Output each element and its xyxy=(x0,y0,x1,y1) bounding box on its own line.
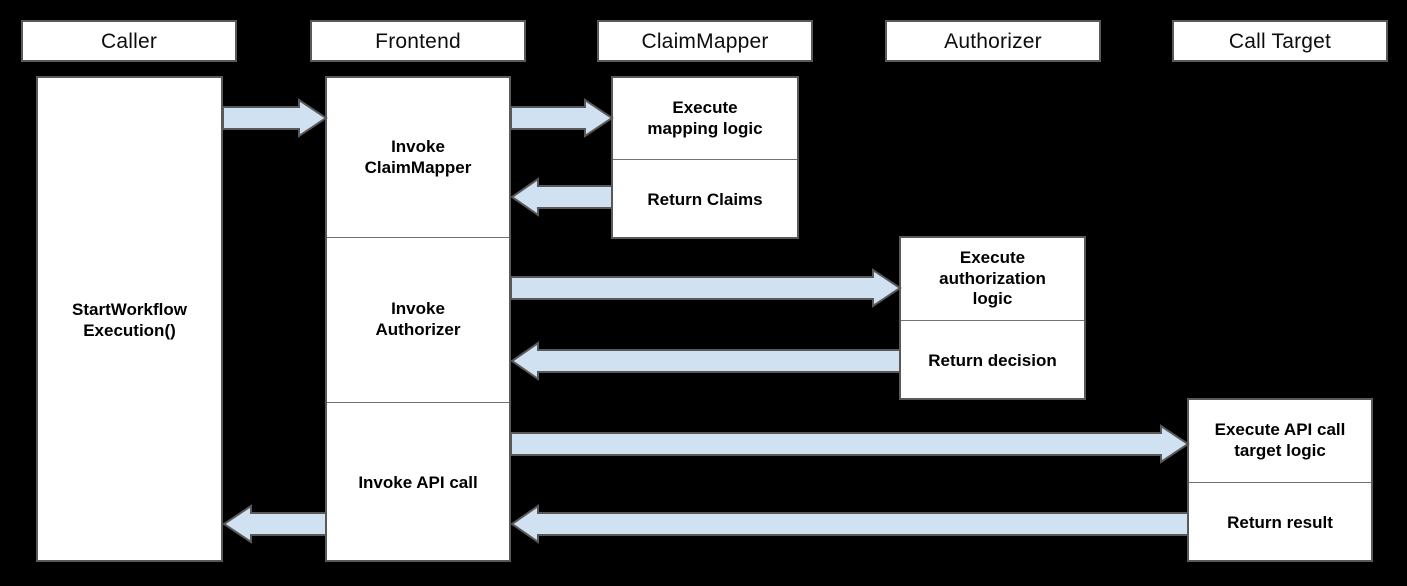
arrow-left-icon xyxy=(510,177,613,217)
lifeline-claimmapper: Execute mapping logic Return Claims xyxy=(611,76,799,239)
lifeline-frontend: Invoke ClaimMapper Invoke Authorizer Inv… xyxy=(325,76,511,562)
message-arrow-frontend-to-caller xyxy=(222,504,327,544)
participant-label-calltarget: Call Target xyxy=(1228,29,1332,53)
activation-authorizer-return-decision: Return decision xyxy=(901,320,1084,402)
lifeline-calltarget: Execute API call target logic Return res… xyxy=(1187,398,1373,562)
participant-header-claimmapper: ClaimMapper xyxy=(597,20,813,62)
activation-frontend-invoke-api-call: Invoke API call xyxy=(327,402,509,564)
message-arrow-claimmapper-to-frontend xyxy=(510,177,613,217)
activation-label: Return decision xyxy=(928,351,1057,371)
activation-authorizer-execute-authorization-logic: Execute authorization logic xyxy=(901,238,1084,320)
message-arrow-frontend-to-authorizer xyxy=(510,268,902,308)
activation-label: Execute mapping logic xyxy=(647,97,763,138)
arrow-left-icon xyxy=(510,504,1189,544)
activation-claimmapper-execute-mapping-logic: Execute mapping logic xyxy=(613,78,797,159)
participant-header-frontend: Frontend xyxy=(310,20,526,62)
activation-label: Invoke Authorizer xyxy=(375,299,461,339)
activation-label: Return result xyxy=(1227,513,1333,533)
participant-header-calltarget: Call Target xyxy=(1172,20,1388,62)
message-arrow-caller-to-frontend xyxy=(222,98,328,138)
participant-label-claimmapper: ClaimMapper xyxy=(641,29,769,53)
activation-caller-start-workflow: StartWorkflow Execution() xyxy=(38,78,221,564)
arrow-left-icon xyxy=(222,504,327,544)
activation-frontend-invoke-authorizer: Invoke Authorizer xyxy=(327,237,509,402)
activation-calltarget-return-result: Return result xyxy=(1189,482,1371,564)
message-arrow-calltarget-to-frontend xyxy=(510,504,1189,544)
activation-label: Return Claims xyxy=(647,190,763,210)
activation-frontend-invoke-claimmapper: Invoke ClaimMapper xyxy=(327,78,509,237)
activation-label: Execute API call target logic xyxy=(1214,420,1346,460)
activation-label: Invoke ClaimMapper xyxy=(364,136,472,177)
arrow-right-icon xyxy=(510,268,902,308)
activation-claimmapper-return-claims: Return Claims xyxy=(613,159,797,241)
arrow-left-icon xyxy=(510,341,901,381)
activation-calltarget-execute-api-call-target-logic: Execute API call target logic xyxy=(1189,400,1371,482)
participant-header-caller: Caller xyxy=(21,20,237,62)
arrow-right-icon xyxy=(510,424,1190,464)
participant-label-frontend: Frontend xyxy=(375,29,461,53)
lifeline-authorizer: Execute authorization logic Return decis… xyxy=(899,236,1086,400)
participant-label-caller: Caller xyxy=(100,29,158,53)
message-arrow-frontend-to-calltarget xyxy=(510,424,1190,464)
activation-label: Invoke API call xyxy=(358,473,478,493)
message-arrow-authorizer-to-frontend xyxy=(510,341,901,381)
participant-header-authorizer: Authorizer xyxy=(885,20,1101,62)
activation-label: Execute authorization logic xyxy=(939,247,1046,309)
arrow-right-icon xyxy=(510,98,614,138)
participant-label-authorizer: Authorizer xyxy=(944,29,1042,53)
activation-label: StartWorkflow Execution() xyxy=(72,300,187,340)
arrow-right-icon xyxy=(222,98,328,138)
lifeline-caller: StartWorkflow Execution() xyxy=(36,76,223,562)
message-arrow-frontend-to-claimmapper xyxy=(510,98,614,138)
